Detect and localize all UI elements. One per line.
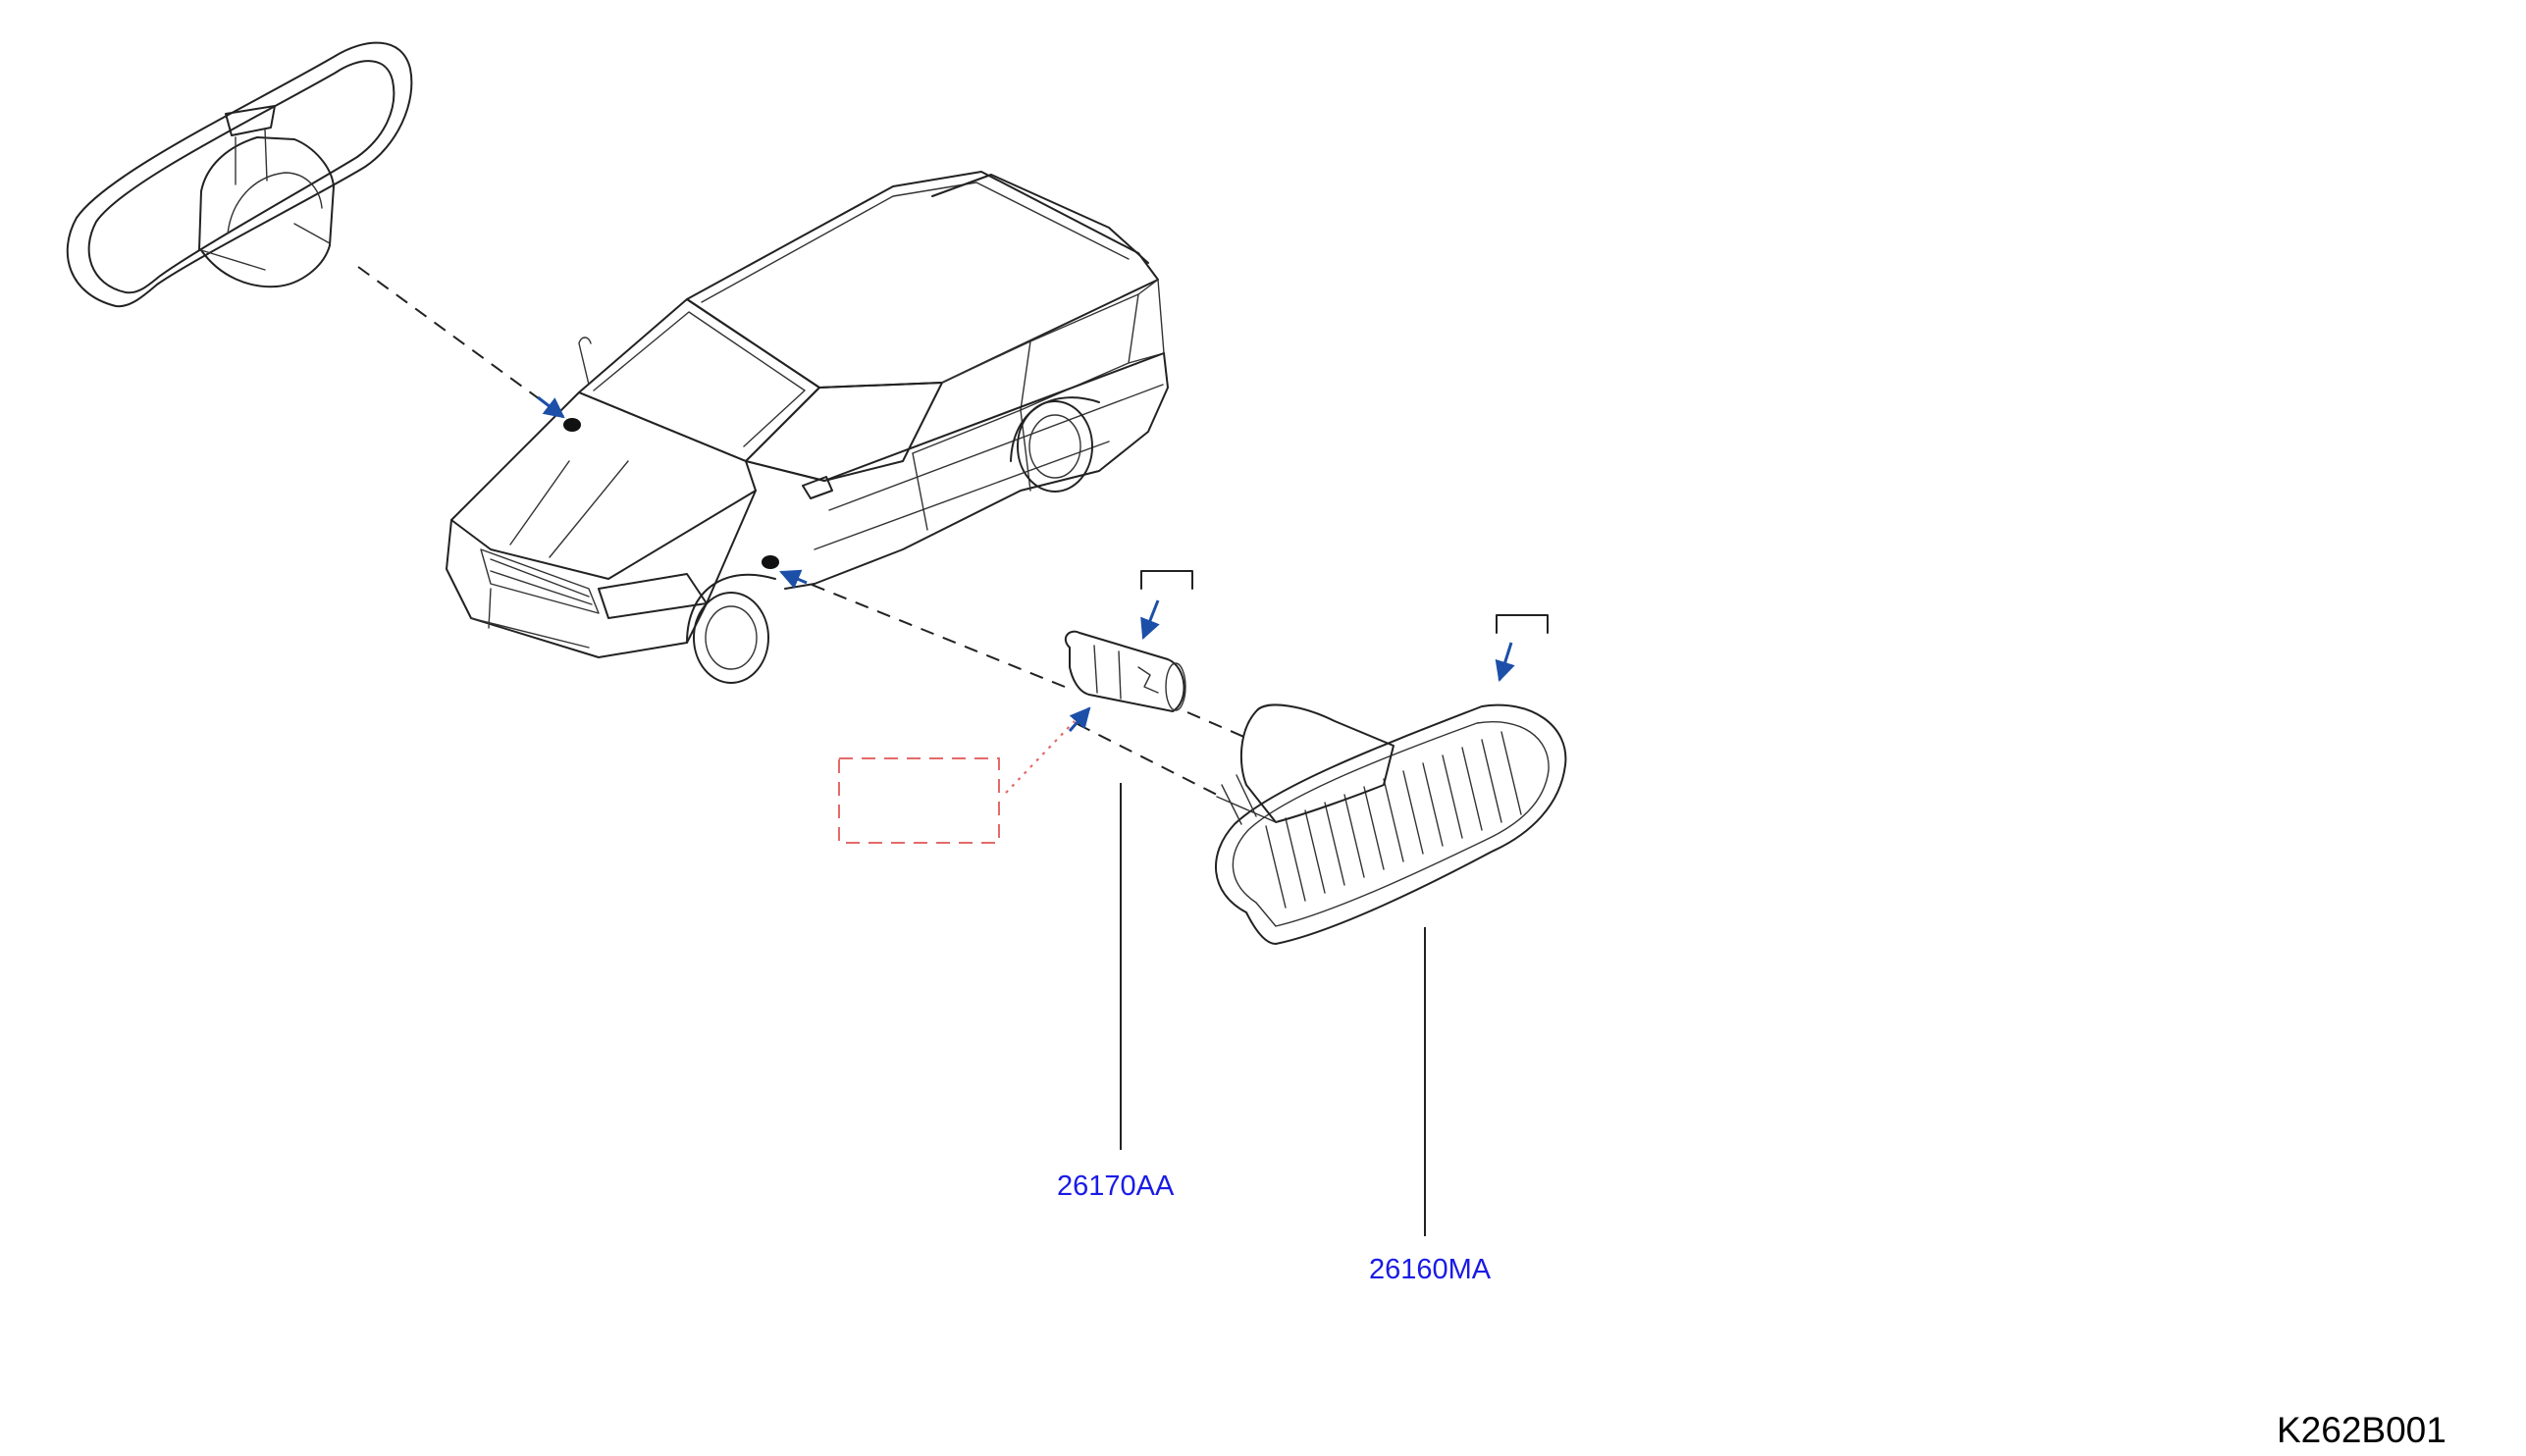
bulb-part [1064,630,1186,712]
red-reference-box [838,706,1091,844]
assembly-line-lamp [1077,723,1218,796]
assembly-line-lamp-upper [1186,711,1247,739]
assembly-line-housing [357,266,562,416]
side-marker-lamp-part [1215,703,1567,945]
vehicle-illustration [446,171,1169,684]
part-label-26160MA[interactable]: 26160MA [1369,1254,1492,1285]
arrow-housing-to-car [537,395,565,419]
part-label-26170AA[interactable]: 26170AA [1057,1170,1175,1202]
arrow-bulb-to-car [779,569,808,590]
reference-box-bulb [1140,570,1193,640]
assembly-line-bulb [784,573,1066,688]
diagram-id: K262B001 [2277,1410,2447,1450]
reference-box-lamp [1495,614,1549,683]
side-marker-housing-detail [66,41,413,308]
assembly-lines [357,266,1247,796]
